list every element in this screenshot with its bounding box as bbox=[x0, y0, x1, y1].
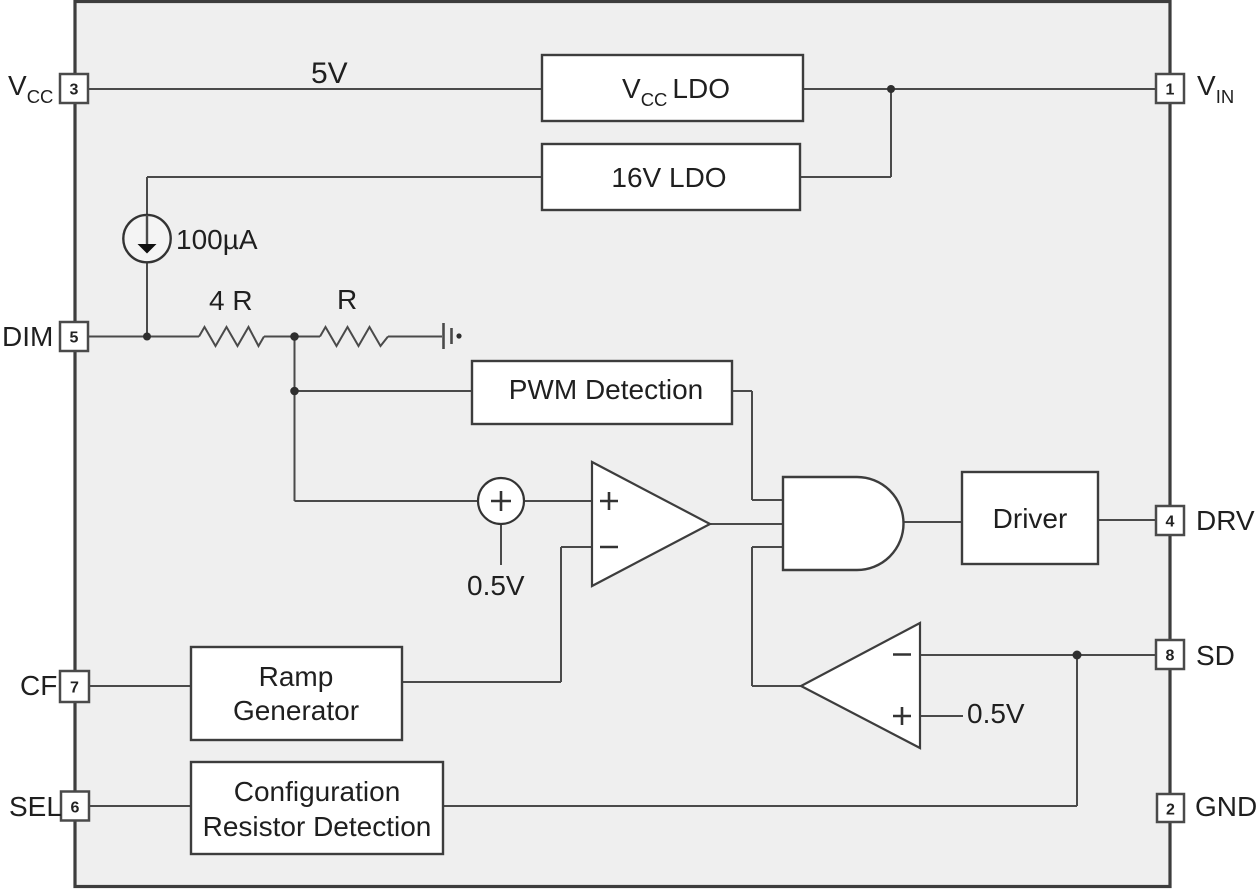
svg-text:Generator: Generator bbox=[233, 695, 359, 726]
svg-text:VCC: VCC bbox=[8, 70, 53, 107]
svg-text:PWM Detection: PWM Detection bbox=[509, 374, 704, 405]
svg-text:CF: CF bbox=[20, 670, 57, 701]
svg-text:DRV: DRV bbox=[1196, 505, 1255, 536]
svg-text:7: 7 bbox=[70, 680, 79, 697]
svg-text:Driver: Driver bbox=[993, 503, 1068, 534]
svg-text:Resistor Detection: Resistor Detection bbox=[203, 811, 432, 842]
svg-text:100µA: 100µA bbox=[176, 224, 258, 255]
svg-text:0.5V: 0.5V bbox=[967, 698, 1025, 729]
svg-text:0.5V: 0.5V bbox=[467, 570, 525, 601]
svg-text:4 R: 4 R bbox=[209, 285, 253, 316]
svg-text:GND: GND bbox=[1195, 791, 1256, 822]
svg-text:4: 4 bbox=[1166, 514, 1175, 531]
svg-text:SD: SD bbox=[1196, 640, 1235, 671]
svg-text:6: 6 bbox=[71, 800, 80, 817]
svg-text:2: 2 bbox=[1166, 802, 1175, 819]
svg-text:VIN: VIN bbox=[1197, 70, 1234, 107]
svg-text:R: R bbox=[337, 284, 357, 315]
svg-text:16V LDO: 16V LDO bbox=[611, 162, 726, 193]
svg-text:DIM: DIM bbox=[2, 321, 53, 352]
svg-text:5: 5 bbox=[70, 330, 79, 347]
svg-text:8: 8 bbox=[1166, 648, 1175, 665]
svg-text:1: 1 bbox=[1166, 82, 1175, 99]
svg-text:SEL: SEL bbox=[9, 791, 62, 822]
svg-text:5V: 5V bbox=[311, 57, 348, 90]
svg-text:3: 3 bbox=[70, 82, 79, 99]
svg-text:Ramp: Ramp bbox=[259, 661, 334, 692]
svg-text:Configuration: Configuration bbox=[234, 776, 401, 807]
